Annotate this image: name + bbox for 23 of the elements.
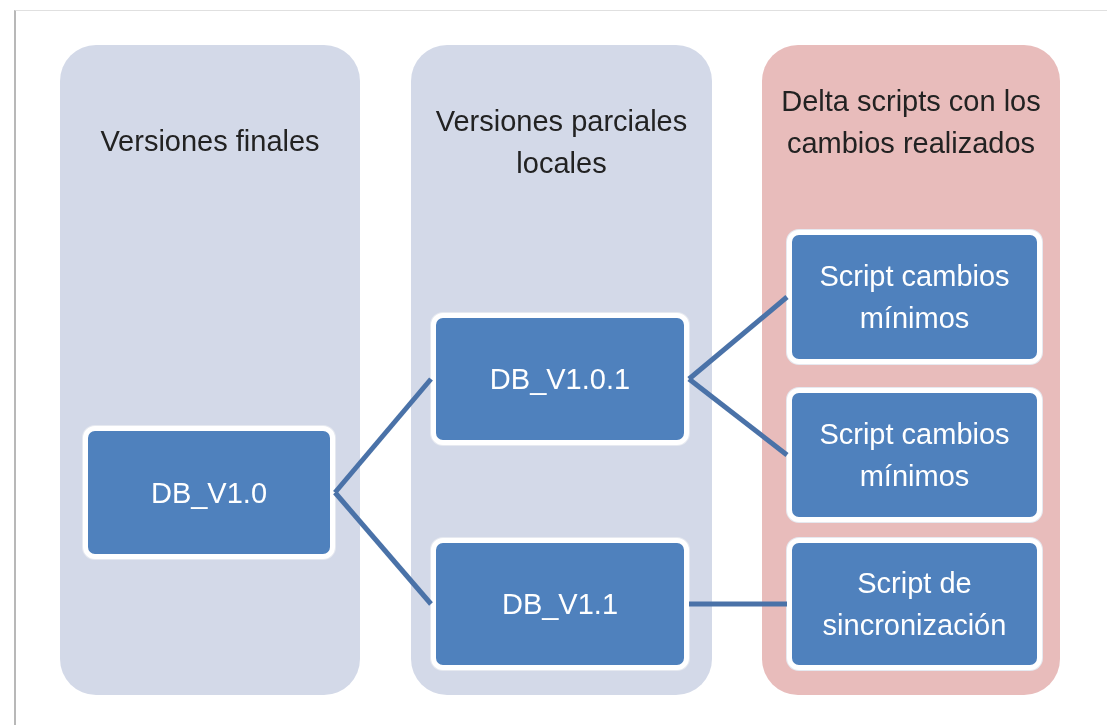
box-label: Script cambios mínimos (818, 259, 1011, 336)
swimlane-panel (411, 45, 712, 695)
connector-line (687, 377, 789, 457)
version-box (787, 230, 1042, 364)
connector-line (687, 295, 789, 381)
swimlane-panel (60, 45, 360, 695)
version-box (431, 313, 689, 445)
connector-line (333, 377, 433, 495)
box-label: DB_V1.0.1 (488, 362, 632, 397)
box-label: DB_V1.1 (500, 587, 620, 622)
box-label: Script de sincronización (821, 566, 1008, 643)
connector-line (689, 601, 787, 607)
lane-heading: Versiones finales (99, 124, 321, 159)
version-box (787, 538, 1042, 670)
swimlane-panel (762, 45, 1060, 695)
version-box (431, 538, 689, 670)
lane-heading: Versiones parciales locales (434, 104, 689, 181)
version-box (83, 426, 335, 559)
connector-line (333, 490, 433, 606)
box-label: Script cambios mínimos (818, 417, 1011, 494)
version-box (787, 388, 1042, 522)
lane-heading: Delta scripts con los cambios realizados (780, 84, 1042, 161)
box-label: DB_V1.0 (149, 475, 269, 511)
